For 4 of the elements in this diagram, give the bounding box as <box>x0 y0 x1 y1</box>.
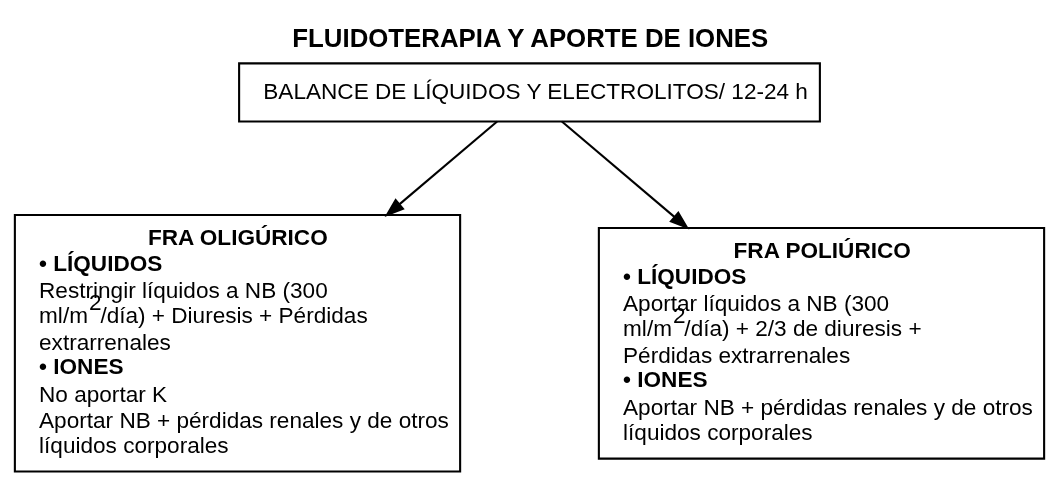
node-box: BALANCE DE LÍQUIDOS Y ELECTROLITOS/ 12-24 h <box>238 61 821 122</box>
arrow <box>561 120 690 230</box>
diagram-title: FLUIDOTERAPIA Y APORTE DE IONES <box>292 23 769 52</box>
arrow <box>384 120 498 217</box>
